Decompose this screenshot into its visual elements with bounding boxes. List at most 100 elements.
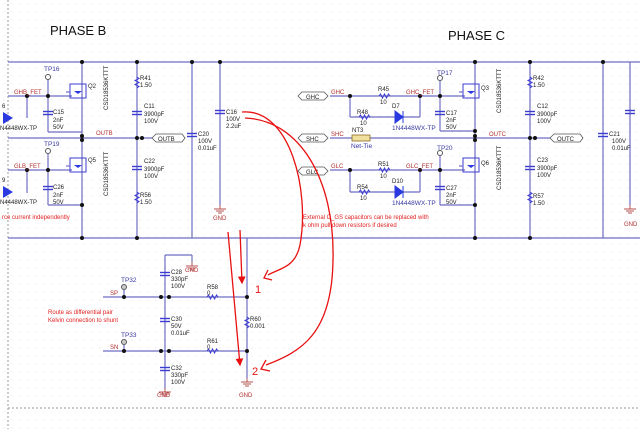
svg-text:R57: R57 (533, 194, 545, 200)
svg-text:R42: R42 (533, 76, 545, 82)
sn-net-label: SN (110, 345, 118, 351)
test-point-tp32[interactable] (121, 284, 127, 290)
test-point-tp33[interactable] (121, 339, 127, 345)
q3-part-label: CSD18536KTTT (497, 68, 503, 113)
glc-fet-net: GLC_FET (406, 164, 433, 170)
diode-d10-icon (394, 185, 404, 199)
outb-net-label: OUTB (96, 131, 113, 137)
gnd-label: GND (213, 216, 227, 222)
shc-port-label: SHC (306, 137, 319, 143)
svg-text:Route as differential pair: Route as differential pair (48, 310, 113, 316)
svg-text:0: 0 (207, 291, 211, 297)
diode-part-label: N4448WX-TP (0, 126, 37, 132)
shc-net-label: SHC (331, 132, 344, 138)
q3-label: Q3 (481, 86, 490, 92)
svg-text:100V: 100V (144, 174, 158, 180)
svg-text:C15: C15 (53, 110, 65, 116)
svg-text:330pF: 330pF (171, 373, 188, 379)
outc-net-label: OUTC (489, 132, 507, 138)
svg-text:C11: C11 (144, 104, 155, 110)
outc-port-label: OUTC (557, 137, 575, 143)
power-rails (8, 61, 640, 239)
glc-port[interactable] (297, 166, 329, 176)
svg-text:External C_GS capacitors can b: External C_GS capacitors can be replaced… (303, 215, 429, 221)
svg-text:10: 10 (360, 196, 367, 202)
sp-net-label: SP (110, 291, 118, 297)
test-point-tp16[interactable] (45, 74, 51, 80)
tp19-label: TP19 (44, 141, 60, 148)
test-point-tp19[interactable] (45, 148, 51, 154)
svg-text:C16: C16 (226, 110, 238, 116)
svg-text:2nF: 2nF (446, 193, 457, 199)
q6-part-label: CSD18536KTTT (497, 145, 503, 190)
svg-text:Kelvin connection to shunt: Kelvin connection to shunt (48, 318, 118, 324)
diode-d7-icon (394, 110, 404, 124)
svg-text:1.50: 1.50 (533, 201, 545, 207)
q2-part-label: CSD18536KTTT (104, 65, 110, 110)
svg-text:C26: C26 (53, 185, 65, 191)
test-point-tp17[interactable] (437, 75, 443, 81)
phase-c-title: PHASE C (448, 28, 505, 43)
svg-text:2nF: 2nF (53, 118, 64, 124)
tp16-label: TP16 (44, 66, 60, 73)
svg-text:50V: 50V (446, 200, 457, 206)
svg-text:R58: R58 (207, 285, 219, 291)
svg-text:330pF: 330pF (171, 277, 188, 283)
glc-net-label: GLC (331, 164, 344, 170)
gnd-icon (213, 204, 227, 214)
svg-text:100V: 100V (537, 173, 551, 179)
svg-text:100V: 100V (144, 119, 158, 125)
svg-text:1.50: 1.50 (533, 83, 545, 89)
ghc-port-label: GHC (306, 95, 320, 101)
svg-text:50V: 50V (171, 324, 182, 330)
svg-text:0.01uF: 0.01uF (612, 146, 631, 152)
svg-text:100V: 100V (537, 119, 551, 125)
ghc-port[interactable] (297, 91, 329, 101)
svg-text:Net-Tie: Net-Tie (351, 143, 372, 150)
glb-fet-net: GLB_FET (14, 164, 41, 170)
shc-port[interactable] (297, 133, 329, 143)
diode-icon (3, 186, 13, 198)
tp17-label: TP17 (437, 70, 453, 77)
test-point-tp20[interactable] (437, 150, 443, 156)
gnd-label: GND (157, 393, 171, 399)
q5-label: Q5 (88, 158, 97, 164)
outc-port[interactable] (549, 133, 584, 143)
q5-part-label: CSD18536KTTT (104, 151, 110, 196)
svg-text:50V: 50V (53, 200, 64, 206)
svg-text:C32: C32 (171, 366, 183, 372)
annotation-mark-1: 1 (255, 284, 261, 296)
gnd-icon (240, 377, 254, 387)
svg-text:3900pF: 3900pF (537, 166, 558, 172)
svg-text:0: 0 (207, 345, 211, 351)
annotation-curve-2 (244, 117, 334, 366)
svg-text:C17: C17 (446, 111, 458, 117)
svg-text:0.01uF: 0.01uF (171, 331, 190, 337)
svg-text:C12: C12 (537, 104, 549, 110)
svg-text:50V: 50V (446, 125, 457, 131)
phase-b-title: PHASE B (50, 23, 106, 38)
gnd-label: GND (624, 222, 638, 228)
svg-text:C23: C23 (537, 158, 549, 164)
tp32-label: TP32 (121, 277, 137, 284)
diode-pin-label: 9 (2, 178, 6, 184)
outb-port[interactable] (151, 133, 186, 143)
svg-text:10: 10 (380, 174, 387, 180)
svg-text:R41: R41 (140, 76, 152, 82)
svg-text:C21: C21 (609, 132, 621, 138)
svg-text:C20: C20 (198, 132, 210, 138)
